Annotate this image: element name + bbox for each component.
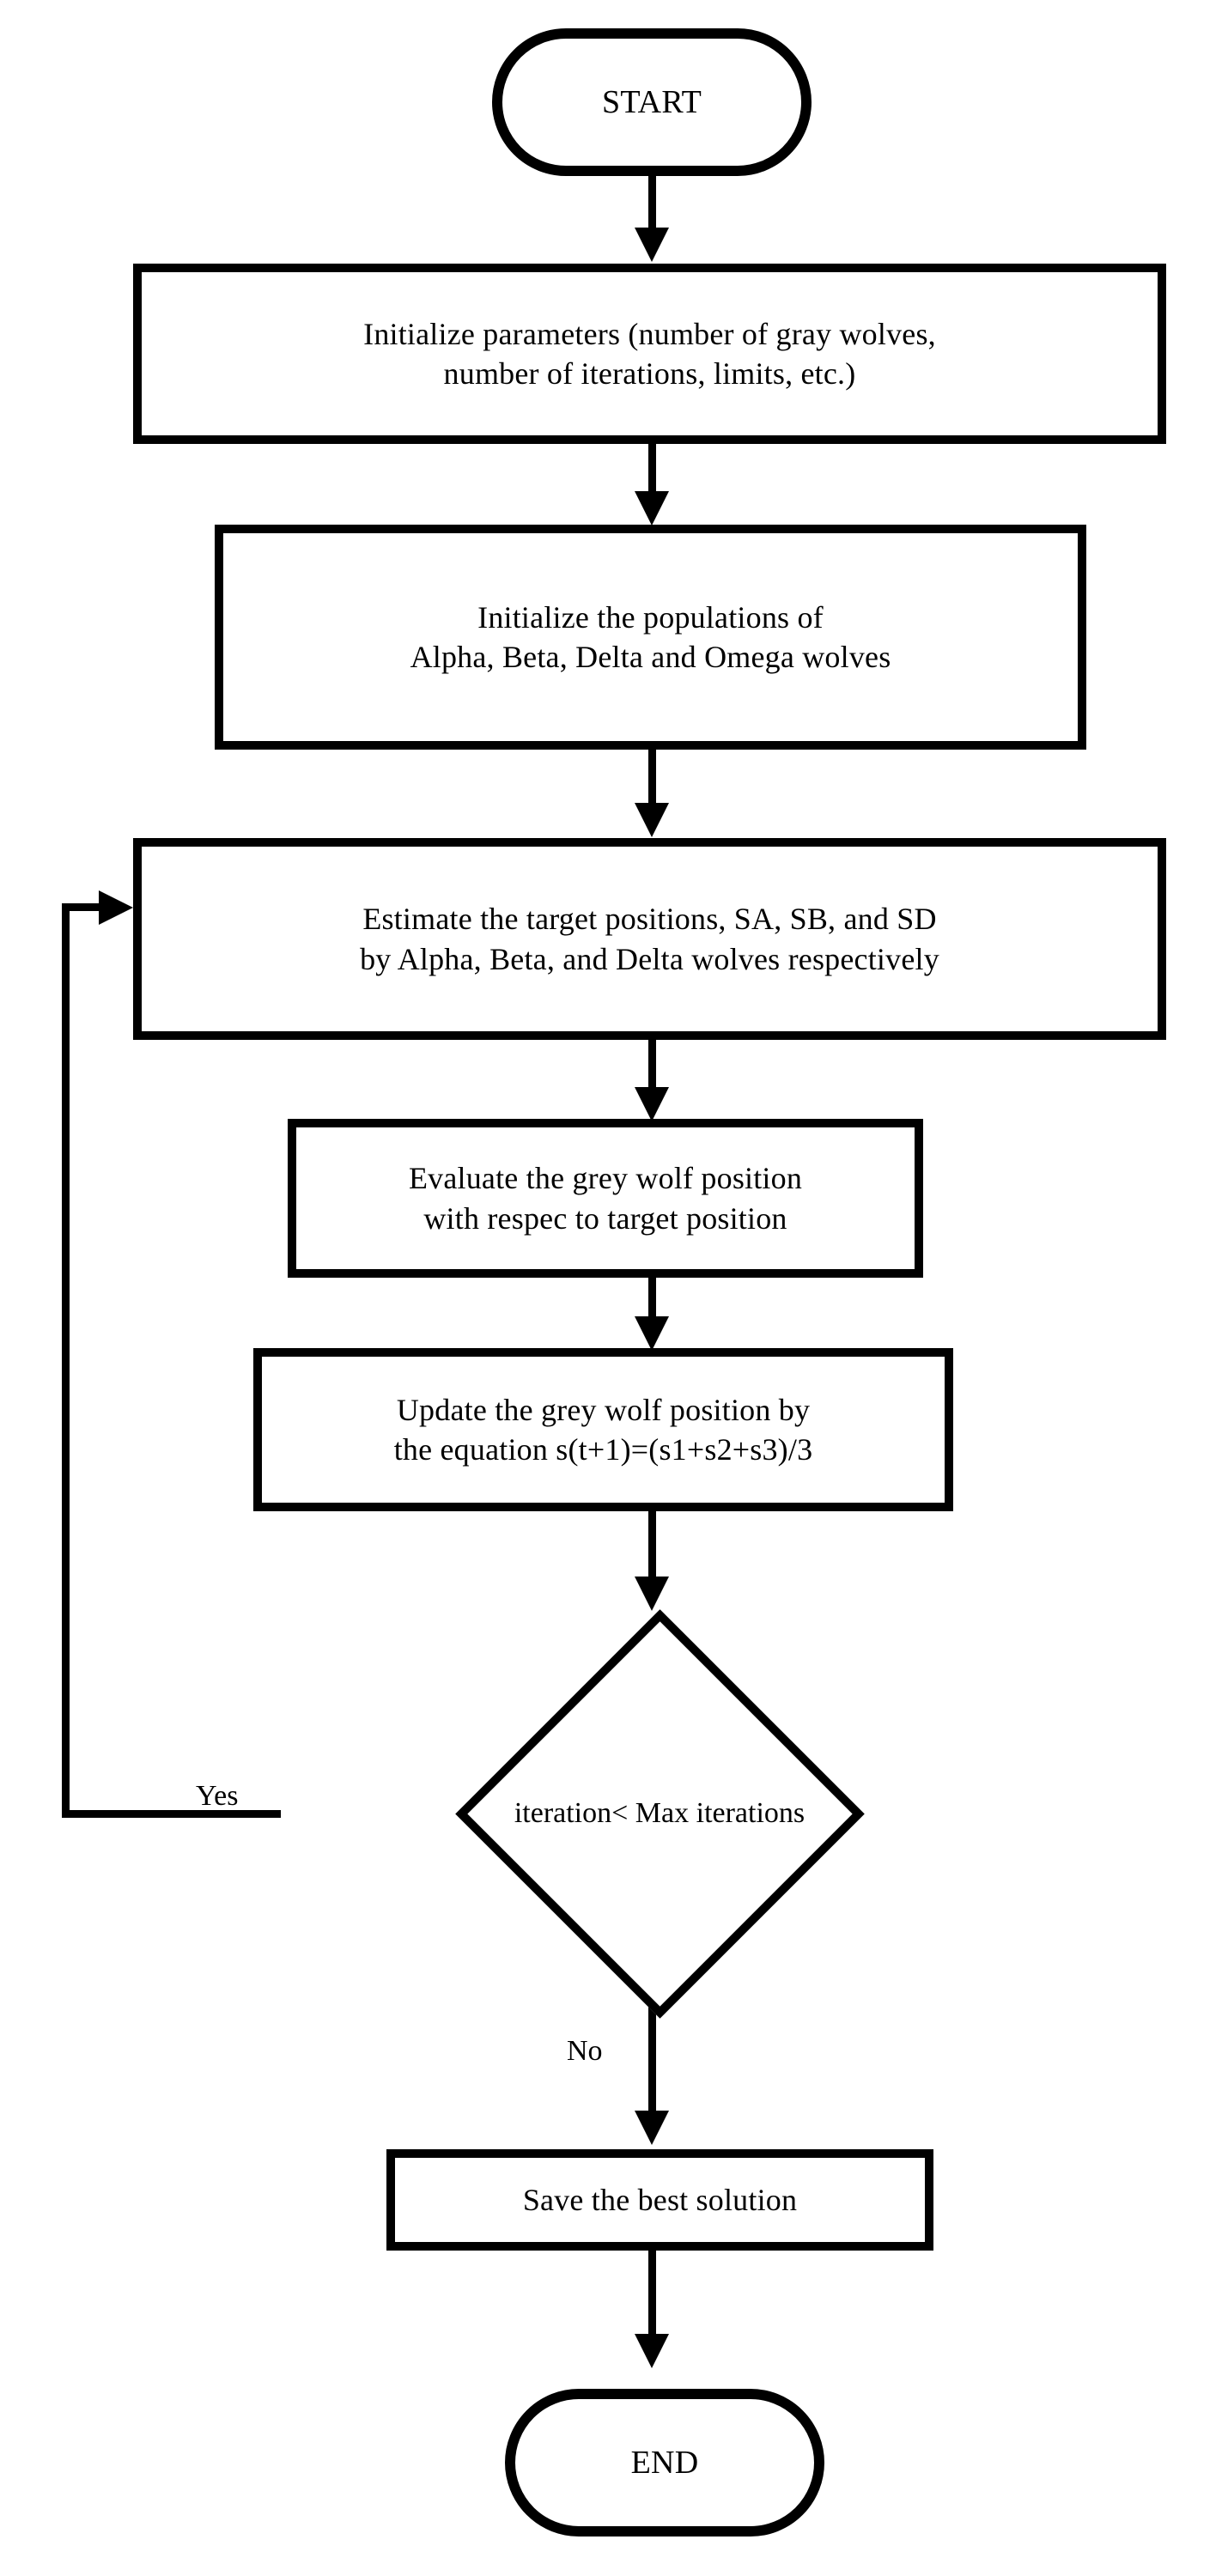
node-save-solution-label: Save the best solution (522, 2182, 798, 2217)
node-init-populations[interactable]: Initialize the populations of Alpha, Bet… (215, 525, 1086, 750)
node-end[interactable]: END (505, 2389, 824, 2537)
arrowhead-init-params-to-populations (635, 491, 669, 526)
connector-populations-to-estimate (648, 750, 656, 811)
arrowhead-estimate-to-evaluate (635, 1087, 669, 1121)
connector-no-vertical (648, 2005, 656, 2117)
arrowhead-update-to-decision (635, 1577, 669, 1611)
node-end-label: END (630, 2444, 699, 2481)
node-start-label: START (601, 83, 702, 120)
node-init-populations-label: Initialize the populations of Alpha, Bet… (410, 599, 891, 674)
connector-yes-return-horizontal (62, 903, 103, 911)
arrowhead-evaluate-to-update (635, 1316, 669, 1351)
connector-init-params-to-populations (648, 444, 656, 500)
node-update-position-label: Update the grey wolf position by the equ… (393, 1392, 813, 1467)
connector-yes-vertical (62, 903, 70, 1814)
node-init-params[interactable]: Initialize parameters (number of gray wo… (133, 264, 1166, 444)
connector-save-to-end (648, 2251, 656, 2341)
connector-start-to-init-params (648, 176, 656, 236)
arrowhead-no-to-save (635, 2111, 669, 2145)
connector-update-to-decision (648, 1511, 656, 1584)
node-decision[interactable]: iteration< Max iterations (247, 1608, 1072, 2019)
arrowhead-populations-to-estimate (635, 803, 669, 837)
connector-yes-horizontal (62, 1810, 281, 1818)
connector-estimate-to-evaluate (648, 1040, 656, 1096)
node-estimate-targets[interactable]: Estimate the target positions, SA, SB, a… (133, 838, 1166, 1040)
node-start[interactable]: START (492, 28, 812, 176)
node-init-params-label: Initialize parameters (number of gray wo… (363, 316, 936, 391)
edge-label-no: No (567, 2035, 603, 2067)
arrowhead-yes-to-estimate (99, 890, 133, 925)
node-evaluate-position[interactable]: Evaluate the grey wolf position with res… (288, 1119, 923, 1278)
node-update-position[interactable]: Update the grey wolf position by the equ… (253, 1348, 953, 1511)
connector-evaluate-to-update (648, 1278, 656, 1325)
node-decision-label: iteration< Max iterations (514, 1797, 805, 1829)
node-estimate-targets-label: Estimate the target positions, SA, SB, a… (360, 902, 939, 976)
arrowhead-start-to-init-params (635, 228, 669, 262)
arrowhead-save-to-end (635, 2334, 669, 2368)
node-save-solution[interactable]: Save the best solution (386, 2149, 933, 2251)
edge-label-yes: Yes (196, 1780, 239, 1812)
node-evaluate-position-label: Evaluate the grey wolf position with res… (408, 1161, 803, 1236)
